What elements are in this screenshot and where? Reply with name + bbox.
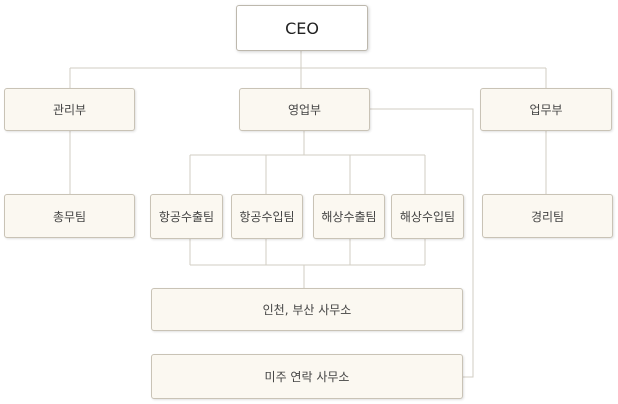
office-us-liaison-node: 미주 연락 사무소 (151, 354, 463, 399)
team-accounting-node: 경리팀 (482, 194, 613, 238)
office-incheon-busan-node: 인천, 부산 사무소 (151, 288, 463, 331)
team-air-export-node: 항공수출팀 (150, 194, 223, 239)
dept-operations-label: 업무부 (529, 103, 563, 117)
ceo-label: CEO (285, 18, 319, 38)
dept-admin-label: 관리부 (52, 103, 87, 117)
team-sea-import-node: 해상수입팀 (391, 194, 464, 239)
dept-sales-node: 영업부 (239, 88, 370, 131)
dept-admin-node: 관리부 (4, 88, 135, 131)
ceo-node: CEO (236, 5, 368, 51)
dept-sales-label: 영업부 (287, 103, 322, 117)
team-sea-export-label: 해상수출팀 (321, 210, 377, 224)
office-incheon-busan-label: 인천, 부산 사무소 (262, 303, 352, 317)
team-accounting-label: 경리팀 (530, 209, 565, 224)
team-sea-export-node: 해상수출팀 (313, 194, 385, 239)
dept-operations-node: 업무부 (480, 88, 612, 131)
team-sea-import-label: 해상수입팀 (399, 210, 456, 224)
team-general-affairs-node: 총무팀 (4, 194, 135, 238)
team-general-affairs-label: 총무팀 (52, 209, 87, 224)
team-air-import-node: 항공수입팀 (231, 194, 303, 239)
team-air-export-label: 항공수출팀 (158, 210, 215, 224)
team-air-import-label: 항공수입팀 (239, 210, 295, 224)
office-us-liaison-label: 미주 연락 사무소 (264, 370, 350, 384)
